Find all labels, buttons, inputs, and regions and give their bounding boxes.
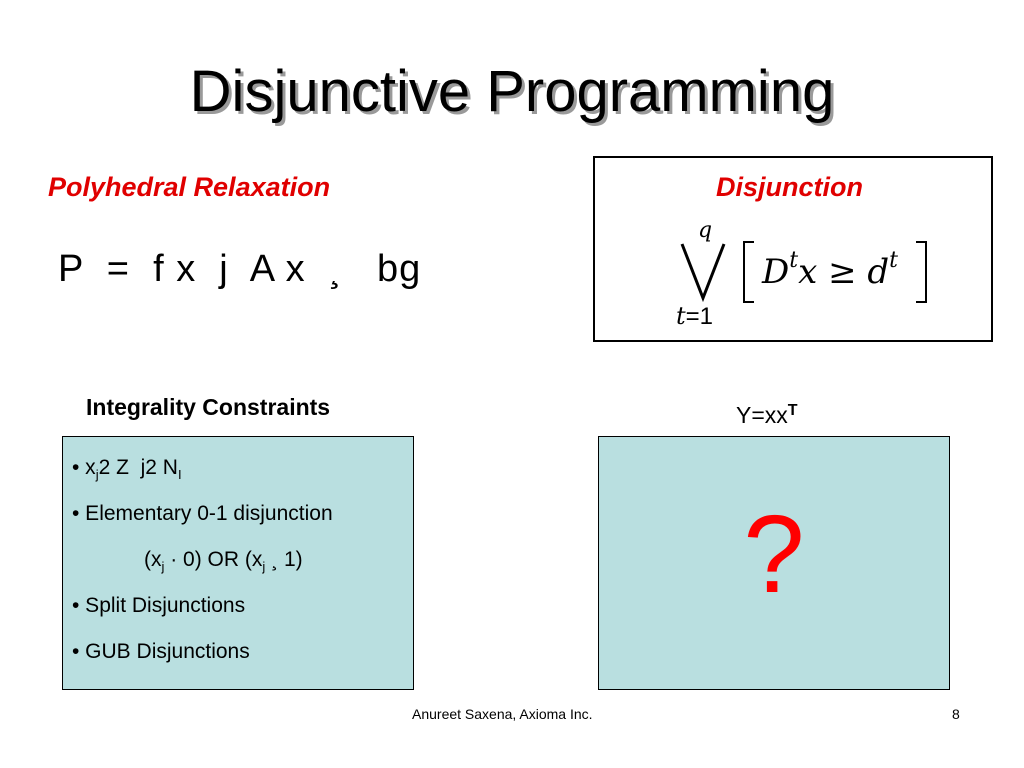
disjunction-upper-index: q	[698, 218, 713, 243]
polyhedral-relaxation-heading: Polyhedral Relaxation	[48, 172, 331, 202]
polyhedral-formula: P = f x j A x ¸ bg	[58, 248, 422, 290]
expr-sub-1: j	[161, 559, 165, 574]
y-label-sup: T	[787, 402, 798, 419]
expr-t1: t	[789, 248, 799, 273]
unknown-panel	[598, 436, 950, 690]
bullet-elementary-expression: (xj · 0) OR (xj ¸ 1)	[144, 548, 303, 574]
question-mark: ?	[743, 493, 805, 616]
bullet-1-sub: j	[95, 467, 99, 482]
bullet-split-disjunctions: • Split Disjunctions	[72, 594, 246, 617]
expr-part-2: · 0) OR (x	[164, 548, 263, 571]
expr-D: D	[762, 252, 790, 292]
expr-part-3: ¸ 1)	[265, 548, 303, 571]
bullet-gub-disjunctions: • GUB Disjunctions	[72, 640, 250, 663]
bullet-1-prefix: • x	[72, 456, 96, 479]
y-label-text: Y=xx	[736, 402, 788, 428]
y-equals-xxt-label: Y=xxT	[736, 402, 798, 429]
square-brackets	[743, 241, 927, 303]
bullet-integer-constraint: • xj2 Z j2 NI	[72, 456, 182, 482]
lower-index-eq: =1	[685, 303, 714, 330]
footer-author: Anureet Saxena, Axioma Inc.	[412, 706, 593, 722]
bullet-elementary-disjunction: • Elementary 0-1 disjunction	[72, 502, 333, 525]
lower-index-var: t	[676, 302, 686, 330]
disjunction-lower-index: t=1	[676, 302, 713, 331]
disjunction-expression: Dtx ≥ dt	[762, 248, 898, 292]
bullet-1-rest: 2 Z j2 N	[98, 456, 178, 479]
expr-part-1: (x	[144, 548, 162, 571]
expr-sub-2: j	[262, 559, 266, 574]
integrality-heading: Integrality Constraints	[86, 394, 331, 420]
expr-mid: x ≥ d	[798, 252, 890, 292]
page-number: 8	[952, 706, 960, 722]
bullet-1-sub2: I	[177, 467, 182, 482]
disjunction-heading: Disjunction	[716, 172, 863, 202]
integrality-panel	[62, 436, 414, 690]
expr-t2: t	[889, 248, 898, 273]
big-or-symbol	[680, 243, 726, 302]
slide-title: Disjunctive Programming	[189, 59, 835, 124]
